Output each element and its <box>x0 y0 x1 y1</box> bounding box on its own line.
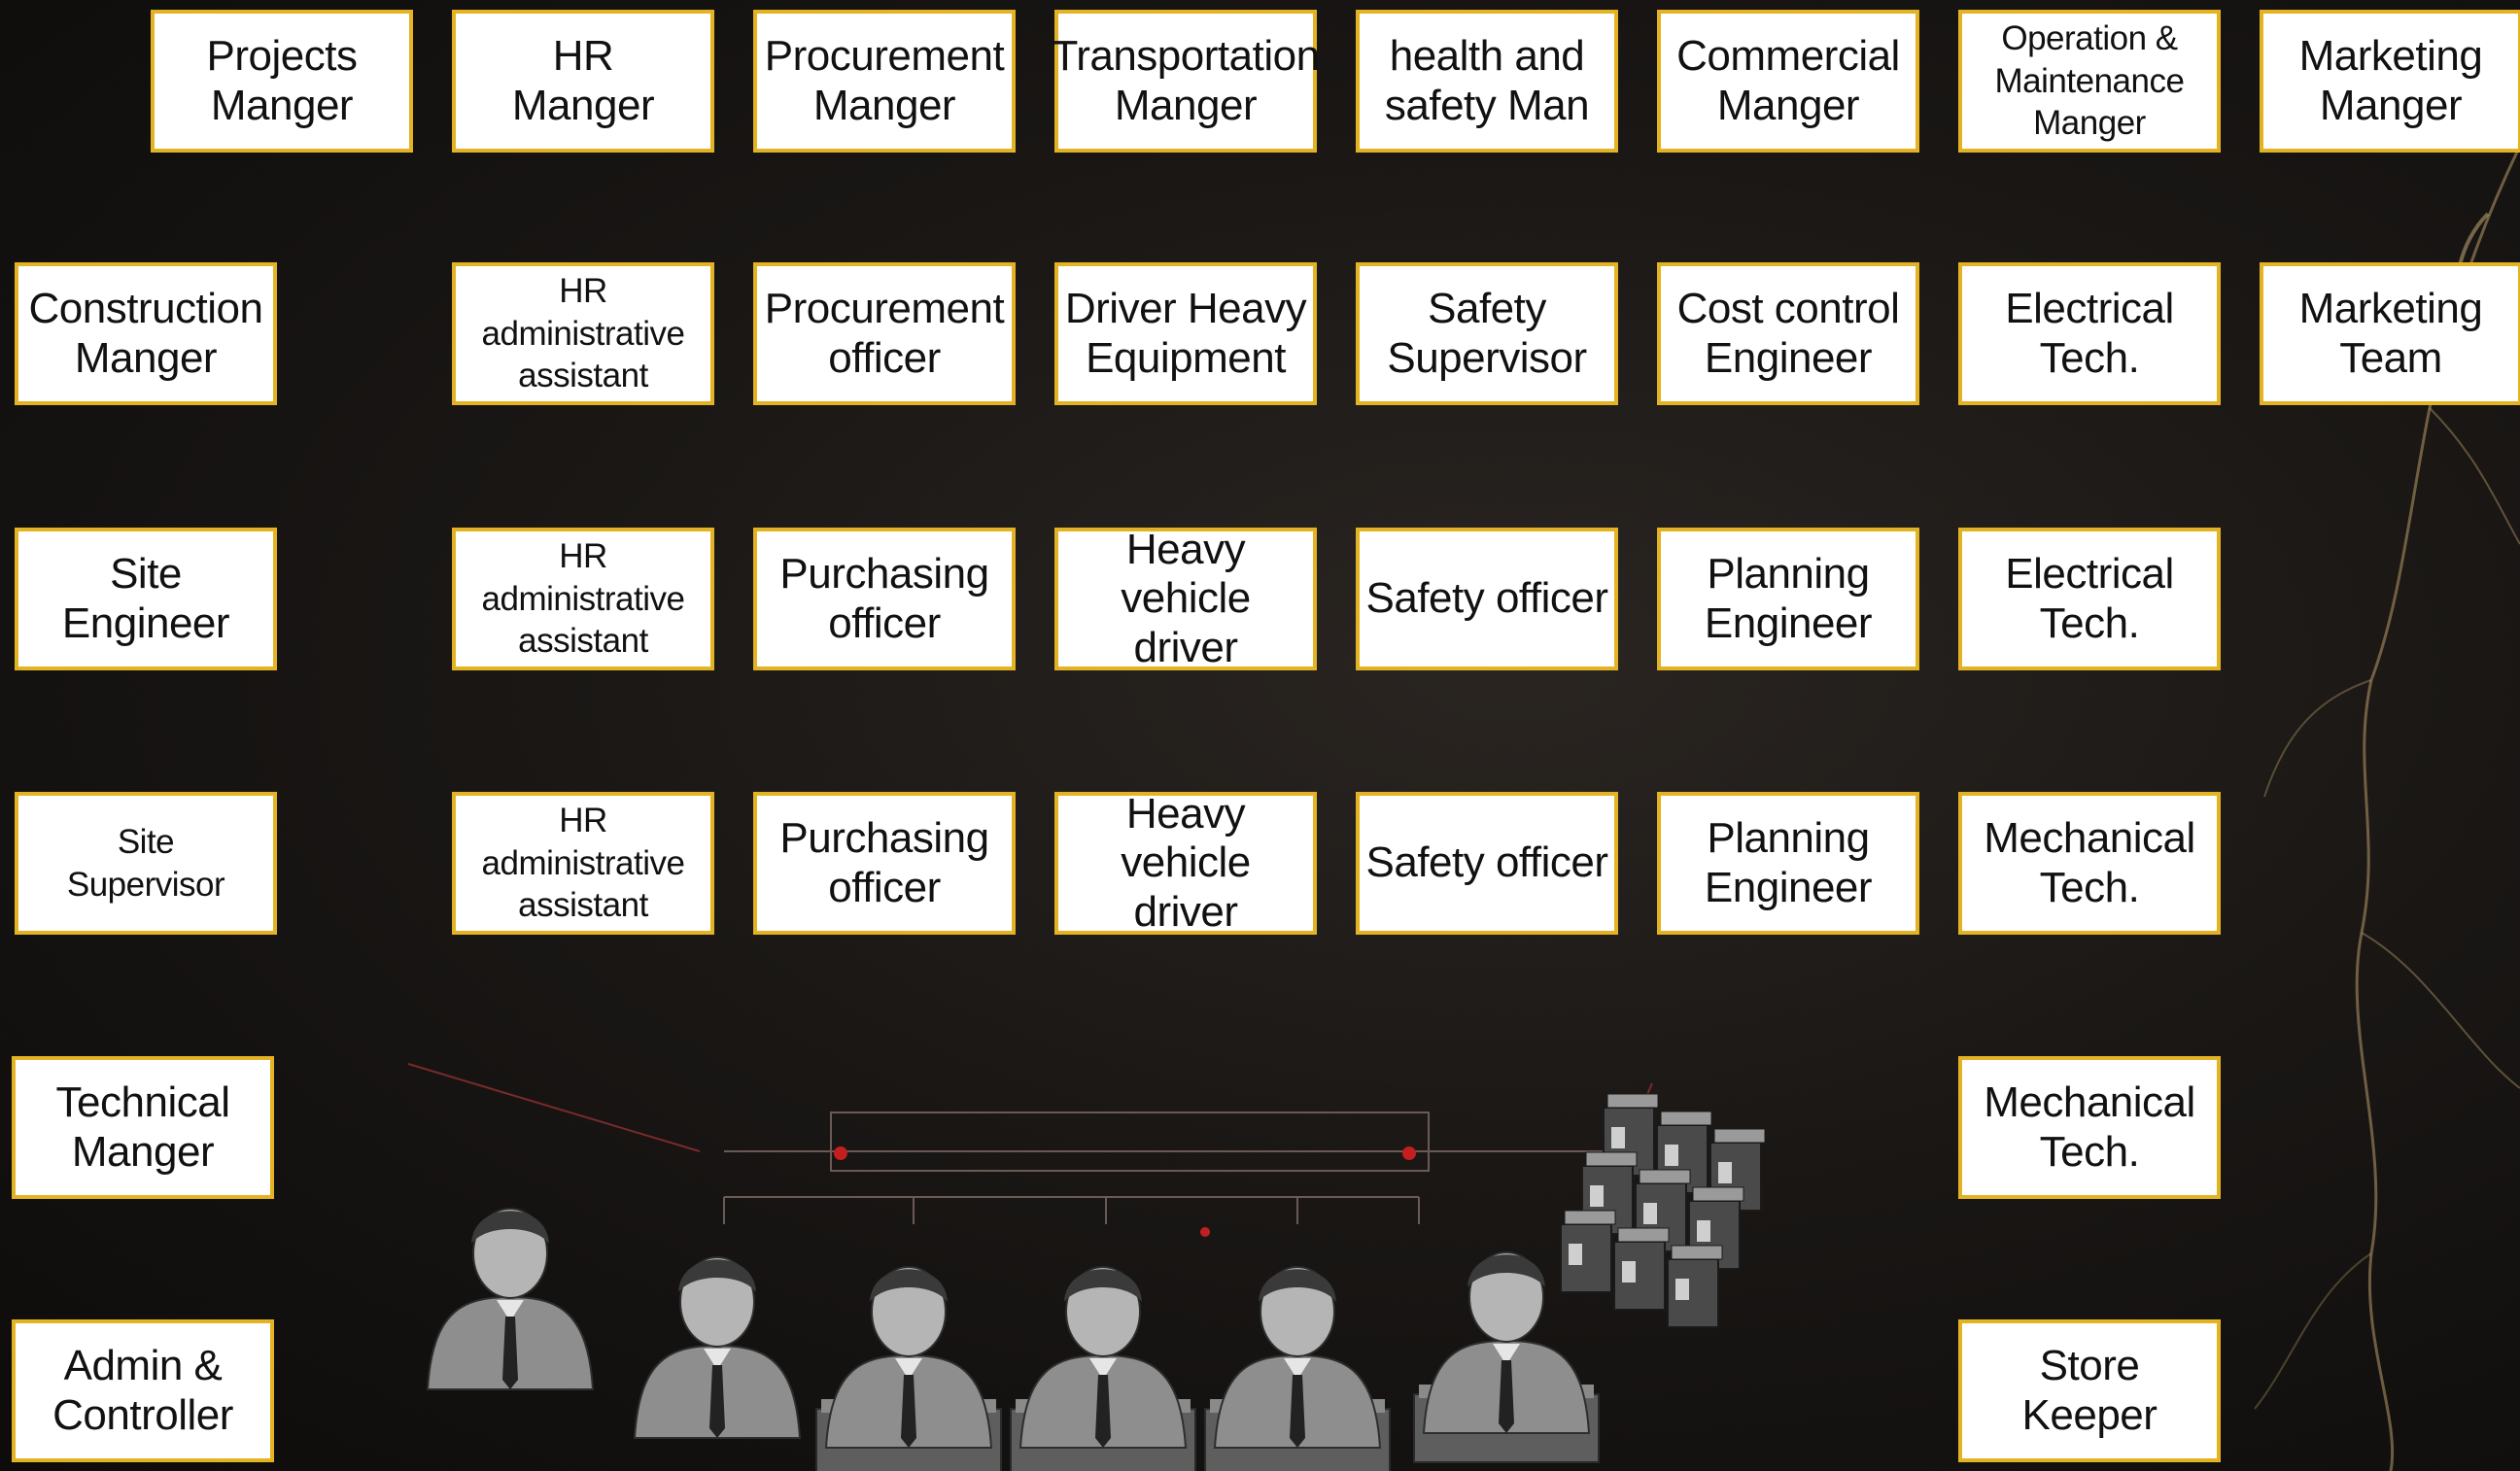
man-employee-icon <box>1413 1251 1600 1463</box>
woman-employee-icon <box>1010 1266 1196 1471</box>
role-box-procurement-3: Purchasing officer <box>753 792 1016 935</box>
role-box-procurement-2: Purchasing officer <box>753 528 1016 670</box>
role-box-commercial-3: Planning Engineer <box>1657 792 1919 935</box>
role-box-hr-1: HR administrative assistant <box>452 262 714 405</box>
role-box-operation-0: Operation & Maintenance Manger <box>1958 10 2221 153</box>
role-box-hr-2: HR administrative assistant <box>452 528 714 670</box>
manager-glasses-icon <box>633 1256 802 1439</box>
role-box-procurement-1: Procurement officer <box>753 262 1016 405</box>
role-box-procurement-0: Procurement Manger <box>753 10 1016 153</box>
woman-employee-icon <box>815 1266 1002 1471</box>
role-box-transportation-0: Transportation Manger <box>1052 10 1320 153</box>
role-box-commercial-0: Commercial Manger <box>1657 10 1919 153</box>
role-box-operation-4: Mechanical Tech. <box>1958 1056 2221 1199</box>
role-box-health-safety-1: Safety Supervisor <box>1356 262 1618 405</box>
role-box-health-safety-3: Safety officer <box>1356 792 1618 935</box>
team-illustration <box>408 1063 1766 1471</box>
role-box-transportation-2: Heavy vehicle driver <box>1054 526 1317 671</box>
role-box-operation-5: Store Keeper <box>1958 1319 2221 1462</box>
role-box-marketing-0: Marketing Manger <box>2260 10 2520 153</box>
role-box-commercial-1: Cost control Engineer <box>1657 262 1919 405</box>
role-box-projects-1: Construction Manger <box>15 262 277 405</box>
role-box-projects-3: Site Supervisor <box>15 792 277 935</box>
server-cubes-icon <box>1560 1093 1766 1328</box>
role-box-operation-1: Electrical Tech. <box>1958 262 2221 405</box>
role-box-health-safety-0: health and safety Man <box>1356 10 1618 153</box>
role-box-operation-3: Mechanical Tech. <box>1958 792 2221 935</box>
role-box-marketing-1: Marketing Team <box>2260 262 2520 405</box>
role-box-transportation-3: Heavy vehicle driver <box>1054 790 1317 936</box>
role-box-health-safety-2: Safety officer <box>1356 528 1618 670</box>
role-box-hr-0: HR Manger <box>452 10 714 153</box>
businessman-icon <box>426 1208 595 1390</box>
role-box-projects-2: Site Engineer <box>15 528 277 670</box>
role-box-projects-5: Admin & Controller <box>12 1319 274 1462</box>
role-box-hr-3: HR administrative assistant <box>452 792 714 935</box>
role-box-commercial-2: Planning Engineer <box>1657 528 1919 670</box>
role-box-projects-0: Projects Manger <box>151 10 413 153</box>
woman-employee-icon <box>1204 1266 1391 1471</box>
role-box-operation-2: Electrical Tech. <box>1958 528 2221 670</box>
role-box-projects-4: Technical Manger <box>12 1056 274 1199</box>
role-box-transportation-1: Driver Heavy Equipment <box>1054 262 1317 405</box>
